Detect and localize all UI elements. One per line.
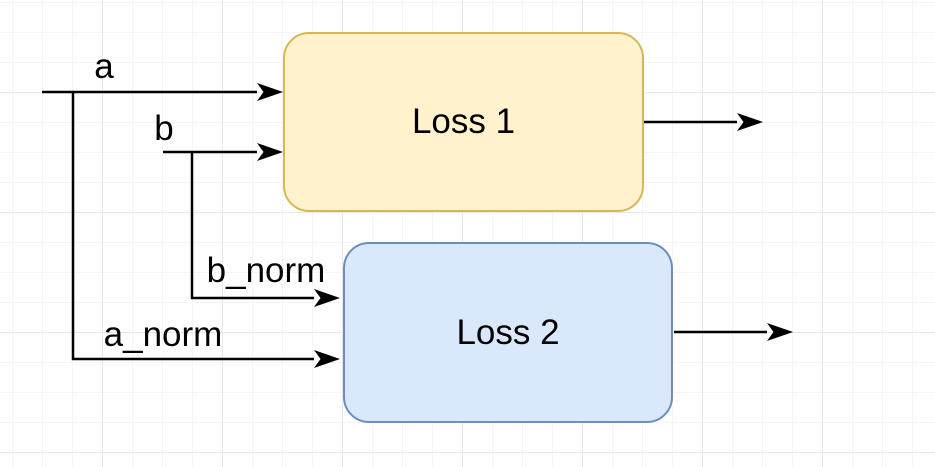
edge-label-b-norm[interactable]: b_norm (206, 250, 326, 290)
edge-label-a[interactable]: a (94, 46, 114, 86)
edge-a-norm[interactable] (71, 92, 340, 368)
node-loss2[interactable]: Loss 2 (343, 242, 673, 423)
node-loss1[interactable]: Loss 1 (283, 32, 644, 212)
edge-label-a-norm[interactable]: a_norm (103, 314, 223, 354)
node-loss2-label: Loss 2 (456, 312, 560, 352)
node-loss1-label: Loss 1 (411, 102, 516, 141)
edge-b-norm[interactable] (190, 152, 340, 307)
edge-label-b[interactable]: b (154, 108, 174, 148)
